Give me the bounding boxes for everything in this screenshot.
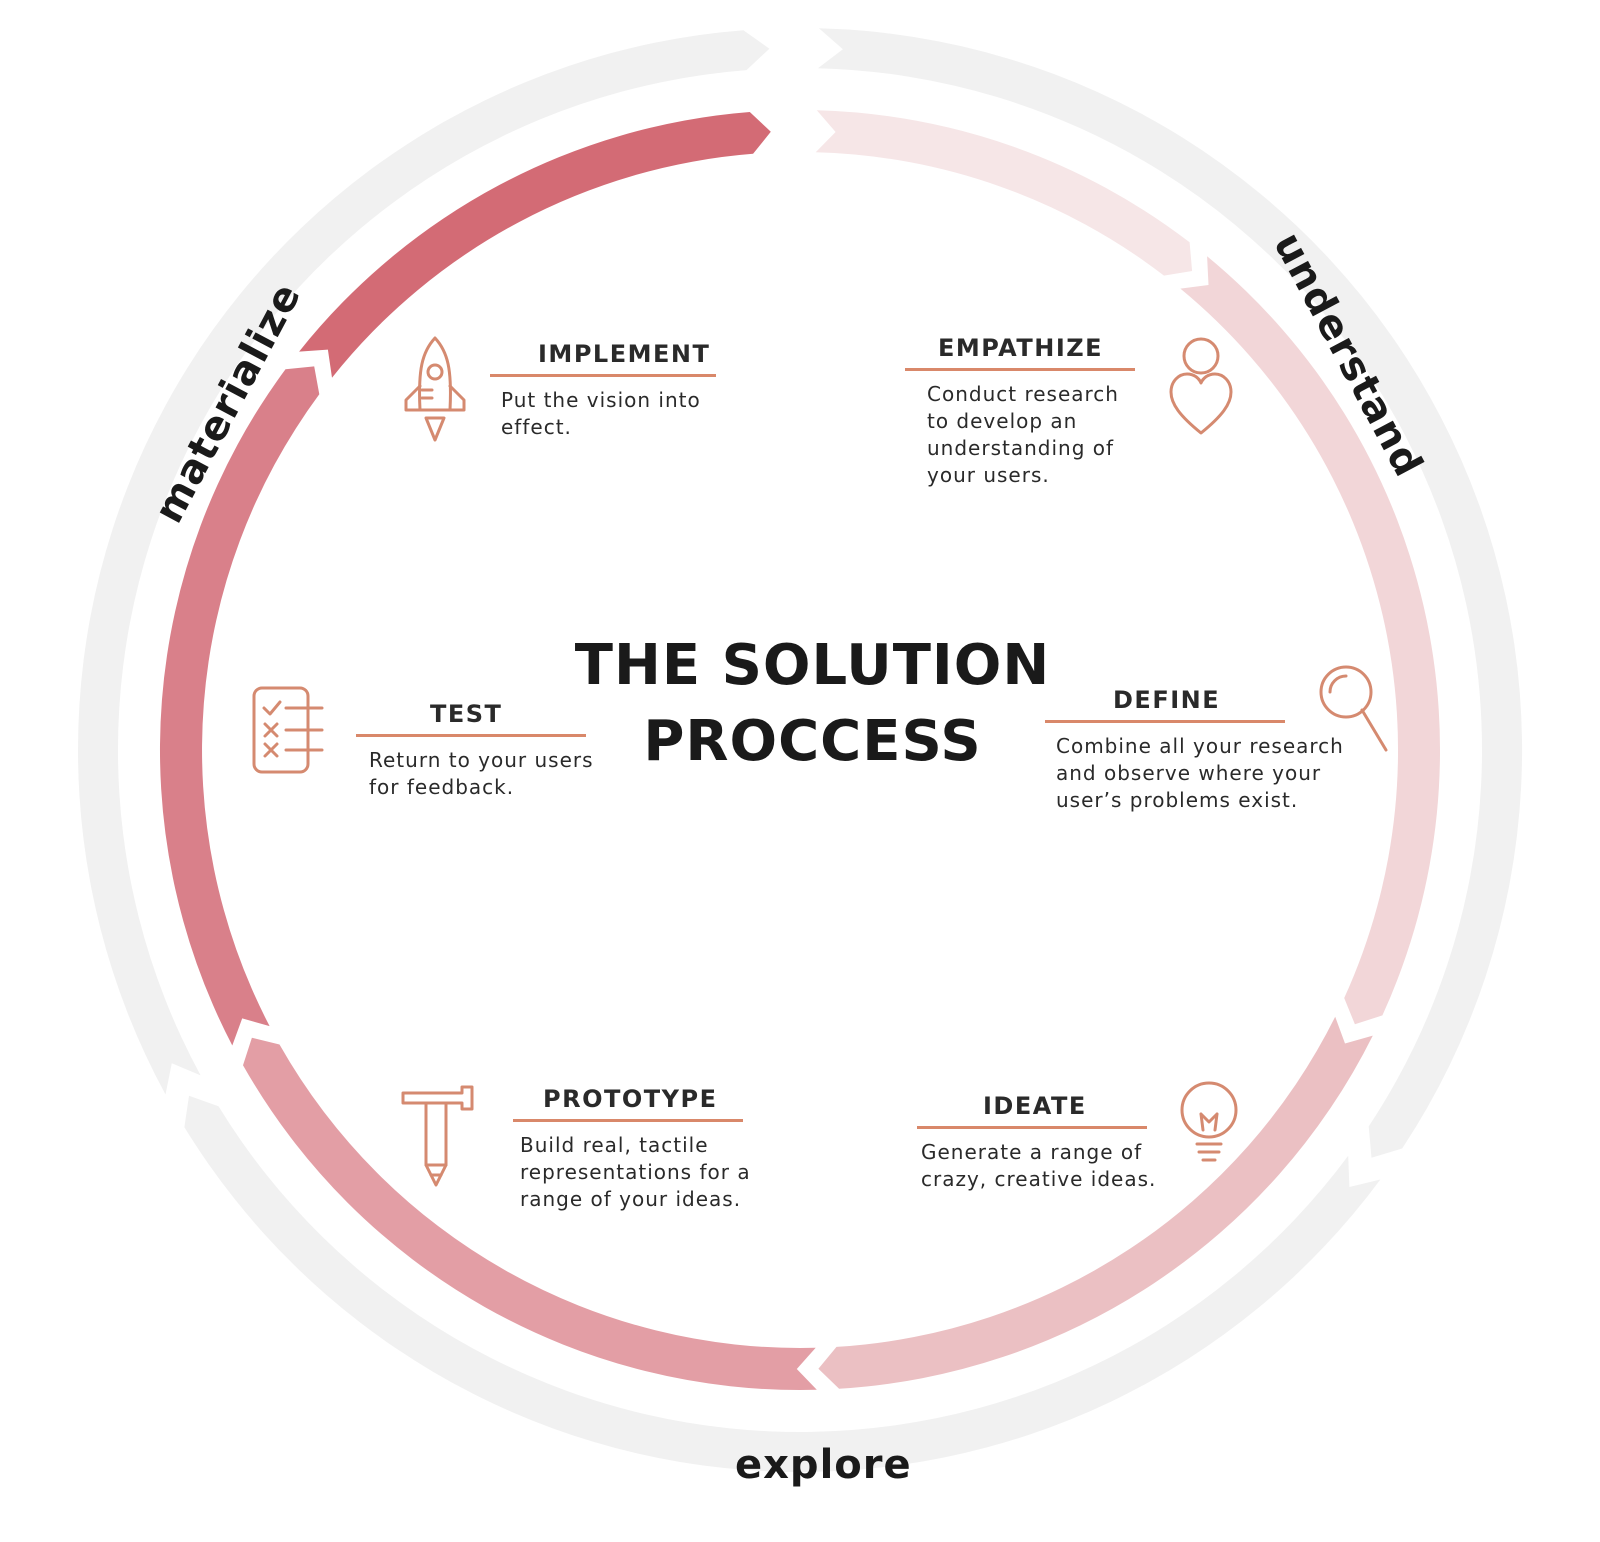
desc-line: Put the vision into <box>501 388 701 412</box>
step-empathize-title: EMPATHIZE <box>938 334 1104 362</box>
desc-line: your users. <box>927 463 1050 487</box>
step-prototype: PROTOTYPE Build real, tactile representa… <box>513 1083 750 1213</box>
step-define-desc: Combine all your research and observe wh… <box>1056 733 1343 814</box>
step-define-title: DEFINE <box>1113 686 1221 714</box>
desc-line: user’s problems exist. <box>1056 788 1299 812</box>
desc-line: understanding of <box>927 436 1115 460</box>
arrow-implement <box>299 112 771 378</box>
step-prototype-desc: Build real, tactile representations for … <box>520 1132 750 1213</box>
desc-line: and observe where your <box>1056 761 1322 785</box>
checklist-icon <box>252 686 324 776</box>
outer-arrow-understand <box>817 28 1523 1158</box>
desc-line: to develop an <box>927 409 1078 433</box>
desc-line: for feedback. <box>369 775 515 799</box>
diagram-title: THE SOLUTION PROCCESS <box>545 628 1080 780</box>
step-implement: IMPLEMENT Put the vision into effect. <box>490 338 716 441</box>
arrow-define <box>1180 256 1441 1025</box>
phase-label-explore: explore <box>735 1442 912 1488</box>
desc-line: Build real, tactile <box>520 1133 709 1157</box>
step-ideate-desc: Generate a range of crazy, creative idea… <box>921 1139 1155 1193</box>
arrow-prototype <box>243 1037 817 1391</box>
step-empathize: EMPATHIZE Conduct research to develop an… <box>905 332 1135 489</box>
magnifier-icon <box>1318 664 1388 754</box>
person-heart-icon <box>1168 336 1234 436</box>
arrow-test <box>159 366 320 1046</box>
step-prototype-rule <box>513 1119 743 1122</box>
desc-line: effect. <box>501 415 572 439</box>
step-ideate-rule <box>917 1126 1147 1129</box>
step-implement-desc: Put the vision into effect. <box>501 387 716 441</box>
step-implement-rule <box>490 374 716 377</box>
outer-ring <box>77 28 1523 1473</box>
desc-line: Combine all your research <box>1056 734 1344 758</box>
step-define-rule <box>1045 720 1285 723</box>
step-empathize-desc: Conduct research to develop an understan… <box>927 381 1135 489</box>
step-define: DEFINE Combine all your research and obs… <box>1045 684 1343 814</box>
step-prototype-title: PROTOTYPE <box>543 1085 718 1113</box>
step-test-desc: Return to your users for feedback. <box>369 747 593 801</box>
hammer-icon <box>400 1085 475 1190</box>
desc-line: Conduct research <box>927 382 1119 406</box>
step-implement-title: IMPLEMENT <box>538 340 711 368</box>
step-ideate-title: IDEATE <box>983 1092 1087 1120</box>
step-empathize-rule <box>905 368 1135 371</box>
desc-line: representations for a <box>520 1160 751 1184</box>
desc-line: Return to your users <box>369 748 594 772</box>
step-ideate: IDEATE Generate a range of crazy, creati… <box>917 1090 1155 1193</box>
step-test: TEST Return to your users for feedback. <box>356 698 593 801</box>
lightbulb-icon <box>1179 1080 1239 1172</box>
title-line-1: THE SOLUTION <box>574 633 1051 698</box>
arrow-ideate <box>818 1016 1373 1389</box>
title-line-2: PROCCESS <box>643 709 982 774</box>
outer-arrow-materialize <box>77 30 770 1095</box>
step-test-title: TEST <box>430 700 503 728</box>
desc-line: Generate a range of <box>921 1140 1143 1164</box>
arrow-empathize <box>815 110 1193 276</box>
rocket-icon <box>402 336 468 444</box>
step-test-rule <box>356 734 586 737</box>
desc-line: crazy, creative ideas. <box>921 1167 1157 1191</box>
inner-ring <box>159 110 1441 1391</box>
desc-line: range of your ideas. <box>520 1187 742 1211</box>
outer-arrow-explore <box>184 1095 1381 1473</box>
